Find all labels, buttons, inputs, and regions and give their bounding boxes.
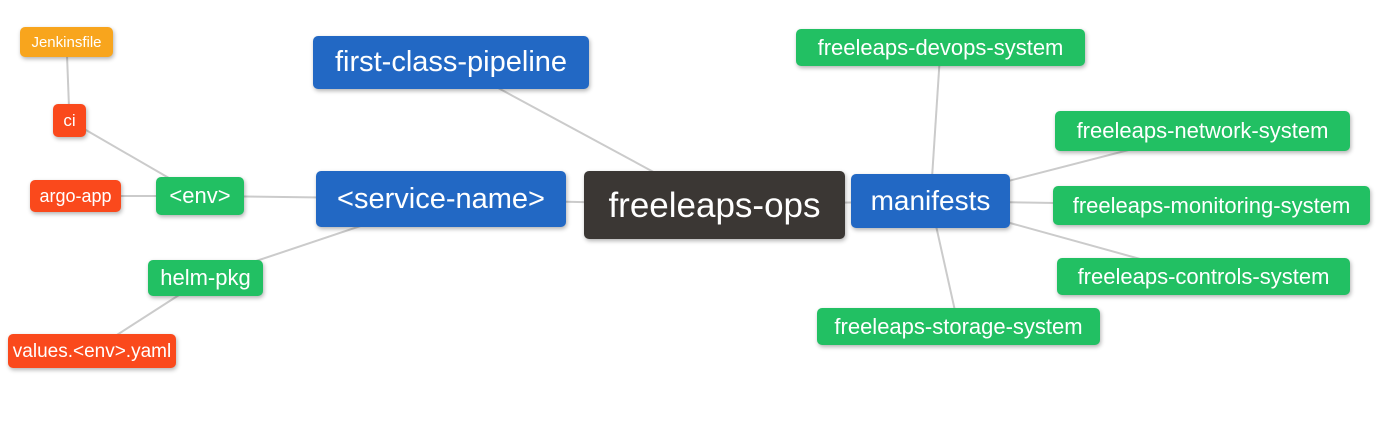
node-jenkinsfile[interactable]: Jenkinsfile [20, 27, 113, 57]
node-argo-app[interactable]: argo-app [30, 180, 121, 212]
node-freeleaps-devops-system[interactable]: freeleaps-devops-system [796, 29, 1085, 66]
node-label-values-env-yaml: values.<env>.yaml [12, 340, 172, 362]
node-label-env: <env> [169, 183, 231, 208]
node-freeleaps-network-system[interactable]: freeleaps-network-system [1055, 111, 1350, 151]
node-ci[interactable]: ci [53, 104, 86, 137]
node-label-service-name: <service-name> [337, 182, 545, 215]
node-label-argo-app: argo-app [39, 186, 112, 206]
node-label-ci: ci [63, 111, 76, 130]
node-helm-pkg[interactable]: helm-pkg [148, 260, 263, 296]
node-label-manifests: manifests [870, 185, 991, 216]
node-service-name[interactable]: <service-name> [316, 171, 566, 227]
node-first-class-pipeline[interactable]: first-class-pipeline [313, 36, 589, 89]
node-freeleaps-storage-system[interactable]: freeleaps-storage-system [817, 308, 1100, 345]
node-label-freeleaps-devops-system: freeleaps-devops-system [817, 34, 1064, 60]
node-env[interactable]: <env> [156, 177, 244, 215]
node-label-first-class-pipeline: first-class-pipeline [334, 46, 568, 78]
node-label-freeleaps-monitoring-system: freeleaps-monitoring-system [1072, 192, 1351, 218]
node-label-jenkinsfile: Jenkinsfile [31, 33, 102, 51]
node-label-freeleaps-ops: freeleaps-ops [608, 185, 821, 225]
node-values-env-yaml[interactable]: values.<env>.yaml [8, 334, 176, 368]
node-label-freeleaps-controls-system: freeleaps-controls-system [1077, 263, 1330, 289]
node-manifests[interactable]: manifests [851, 174, 1010, 228]
node-freeleaps-monitoring-system[interactable]: freeleaps-monitoring-system [1053, 186, 1370, 225]
node-freeleaps-controls-system[interactable]: freeleaps-controls-system [1057, 258, 1350, 295]
node-label-freeleaps-storage-system: freeleaps-storage-system [834, 313, 1083, 339]
node-label-helm-pkg: helm-pkg [160, 265, 251, 290]
node-freeleaps-ops[interactable]: freeleaps-ops [584, 171, 845, 239]
node-label-freeleaps-network-system: freeleaps-network-system [1076, 118, 1329, 143]
